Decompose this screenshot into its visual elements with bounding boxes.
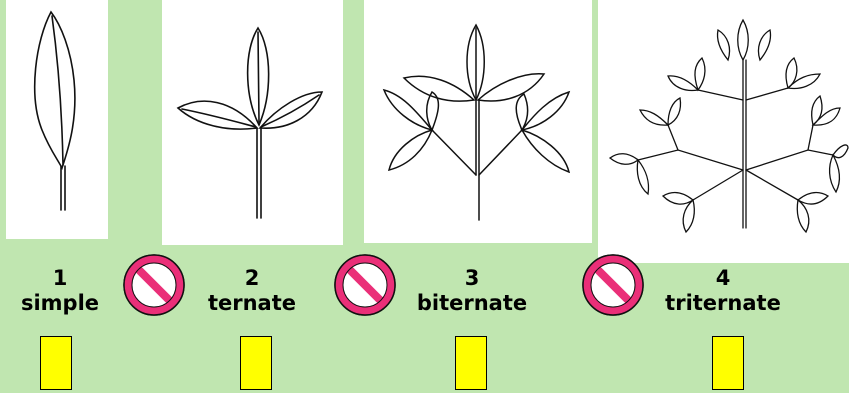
biternate-leaf-drawing — [382, 23, 571, 221]
answer-box-2[interactable] — [240, 336, 272, 390]
item-number: 4 — [715, 266, 731, 290]
no-entry-sign-icon — [123, 254, 185, 316]
answer-box-4[interactable] — [712, 336, 744, 390]
item-name: triternate — [665, 291, 781, 315]
simple-leaf-drawing — [33, 10, 76, 211]
item-number: 2 — [244, 266, 260, 290]
item-name: biternate — [416, 291, 528, 315]
item-name: ternate — [207, 291, 297, 315]
item-name: simple — [20, 291, 100, 315]
triternate-leaf-drawing — [608, 18, 849, 234]
leaf-panel-simple — [6, 0, 108, 239]
no-entry-sign-icon — [334, 254, 396, 316]
ternate-leaf-drawing — [176, 26, 324, 219]
item-number: 1 — [52, 266, 68, 290]
item-number: 3 — [464, 266, 480, 290]
item-label-3: 3 biternate — [404, 266, 540, 316]
item-label-1: 1 simple — [10, 266, 110, 316]
answer-box-3[interactable] — [455, 336, 487, 390]
leaf-panel-ternate — [162, 0, 343, 245]
leaf-blade — [33, 10, 76, 171]
leaf-midrib — [51, 15, 64, 166]
item-label-4: 4 triternate — [652, 266, 794, 316]
leaf-petiole — [60, 165, 66, 211]
answer-box-1[interactable] — [40, 336, 72, 390]
item-label-2: 2 ternate — [196, 266, 308, 316]
leaf-panel-triternate — [598, 0, 849, 263]
leaf-panel-biternate — [364, 0, 592, 243]
no-entry-sign-icon — [582, 254, 644, 316]
